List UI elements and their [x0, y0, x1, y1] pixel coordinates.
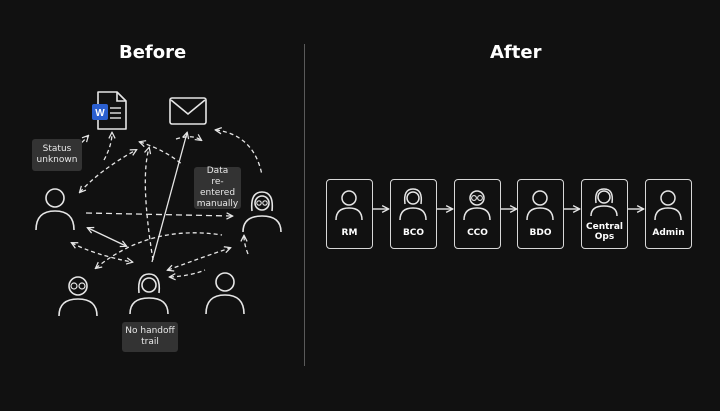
role-card-rm: RM: [326, 179, 373, 249]
role-label: RM: [341, 228, 358, 238]
role-label: BDO: [529, 228, 552, 238]
role-card-bco: BCO: [390, 179, 437, 249]
bdo-person-icon: [526, 190, 554, 221]
svg-text:W: W: [95, 108, 105, 119]
mail-icon: [169, 97, 207, 125]
admin-person-icon: [654, 190, 682, 221]
person-left: [35, 188, 75, 231]
chaos-connections: [57, 130, 263, 277]
role-card-central-ops: Central Ops: [581, 179, 628, 249]
person-right-bottom: [205, 272, 245, 315]
status-unknown-label: Status unknown: [32, 139, 82, 171]
after-title: After: [490, 42, 542, 63]
role-card-cco: CCO: [454, 179, 501, 249]
section-divider: [304, 44, 305, 366]
before-title: Before: [119, 42, 187, 63]
word-document-icon: W: [92, 91, 127, 130]
role-card-bdo: BDO: [517, 179, 564, 249]
person-woman-center: [129, 273, 169, 315]
data-reentered-label: Data re-entered manually: [194, 166, 241, 209]
rm-person-icon: [335, 190, 363, 221]
role-label: Admin: [652, 228, 685, 238]
role-card-admin: Admin: [645, 179, 692, 249]
cco-person-icon: [463, 190, 491, 221]
role-label: Central Ops: [585, 222, 623, 242]
person-glasses: [58, 276, 98, 317]
role-label: BCO: [402, 228, 425, 238]
bco-person-icon: [399, 188, 427, 221]
central-ops-person-icon: [590, 188, 618, 217]
no-handoff-trail-label: No handoff trail: [122, 322, 178, 352]
role-label: CCO: [467, 228, 488, 238]
person-woman-right: [242, 191, 282, 233]
